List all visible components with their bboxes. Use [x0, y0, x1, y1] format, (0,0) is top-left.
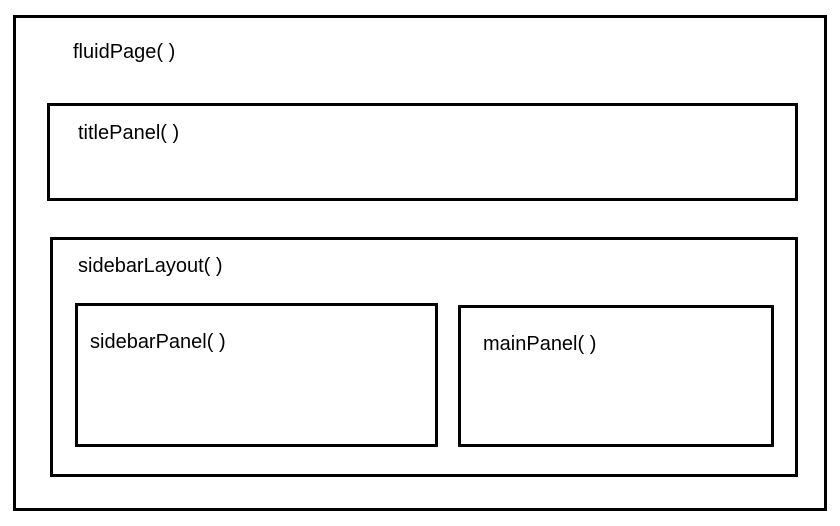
mainpanel-box: mainPanel( ) — [458, 305, 774, 447]
sidebarlayout-label: sidebarLayout( ) — [78, 255, 223, 277]
sidebarpanel-label: sidebarPanel( ) — [90, 331, 226, 353]
mainpanel-label: mainPanel( ) — [483, 333, 597, 355]
fluidpage-box: fluidPage( ) titlePanel( ) sidebarLayout… — [13, 15, 827, 511]
sidebarlayout-box: sidebarLayout( ) sidebarPanel( ) mainPan… — [50, 237, 798, 477]
sidebarpanel-box: sidebarPanel( ) — [75, 303, 438, 447]
titlepanel-box: titlePanel( ) — [47, 103, 798, 201]
titlepanel-label: titlePanel( ) — [78, 122, 180, 144]
fluidpage-label: fluidPage( ) — [73, 41, 176, 63]
